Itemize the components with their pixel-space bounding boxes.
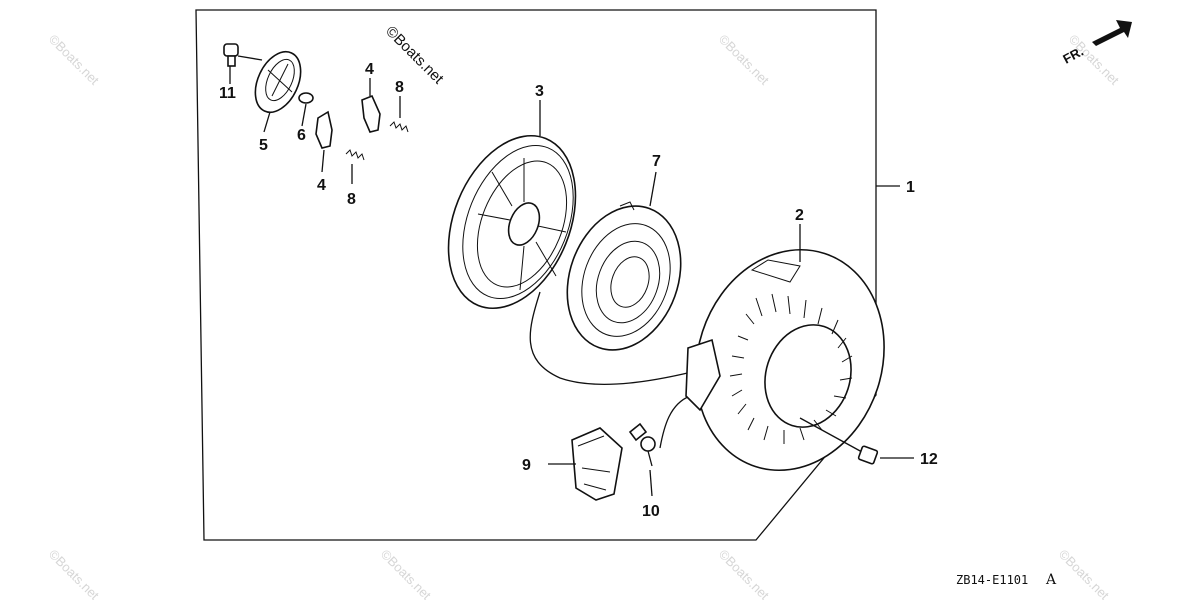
callout-4: 4	[317, 177, 326, 194]
part-2-recoil-case	[685, 248, 885, 472]
part-4-pawl	[361, 94, 381, 133]
watermark: ©Boats.net	[1056, 547, 1112, 600]
callout-12: 12	[920, 451, 938, 468]
part-7-recoil-spring	[566, 201, 682, 351]
callout-3: 3	[535, 83, 544, 100]
copyright-label: ©Boats.net	[382, 23, 447, 88]
callout-4: 4	[365, 61, 374, 78]
callout-8: 8	[347, 191, 356, 208]
watermark: ©Boats.net	[46, 32, 102, 88]
assembly-outline	[195, 9, 877, 541]
leader-lines	[229, 66, 914, 497]
callout-8: 8	[395, 79, 404, 96]
callout-6: 6	[297, 127, 306, 144]
callout-11: 11	[219, 85, 236, 102]
starter-rope	[529, 291, 701, 449]
part-4-pawl	[315, 110, 333, 149]
watermark: ©Boats.net	[716, 32, 772, 88]
diagram-code: ZB14-E1101	[956, 573, 1028, 587]
part-8-spring	[345, 149, 365, 161]
watermark: ©Boats.net	[378, 547, 434, 600]
callout-5: 5	[259, 137, 268, 154]
part-3-reel	[447, 134, 577, 310]
callout-9: 9	[522, 457, 531, 474]
part-9-starter-grip	[571, 427, 623, 501]
part-8-spring	[389, 121, 409, 133]
part-6-washer	[298, 92, 314, 104]
part-5-ratchet-plate	[254, 50, 302, 114]
part-12-flange-bolt	[799, 417, 879, 465]
part-10-rope-knot	[628, 422, 656, 467]
callout-10: 10	[642, 503, 660, 520]
diagram-revision: A	[1045, 572, 1057, 588]
part-11-bolt	[223, 43, 263, 67]
watermark: ©Boats.net	[716, 547, 772, 600]
callout-1: 1	[906, 179, 915, 196]
watermark: ©Boats.net	[46, 547, 102, 600]
callout-7: 7	[652, 153, 661, 170]
callout-2: 2	[795, 207, 804, 224]
